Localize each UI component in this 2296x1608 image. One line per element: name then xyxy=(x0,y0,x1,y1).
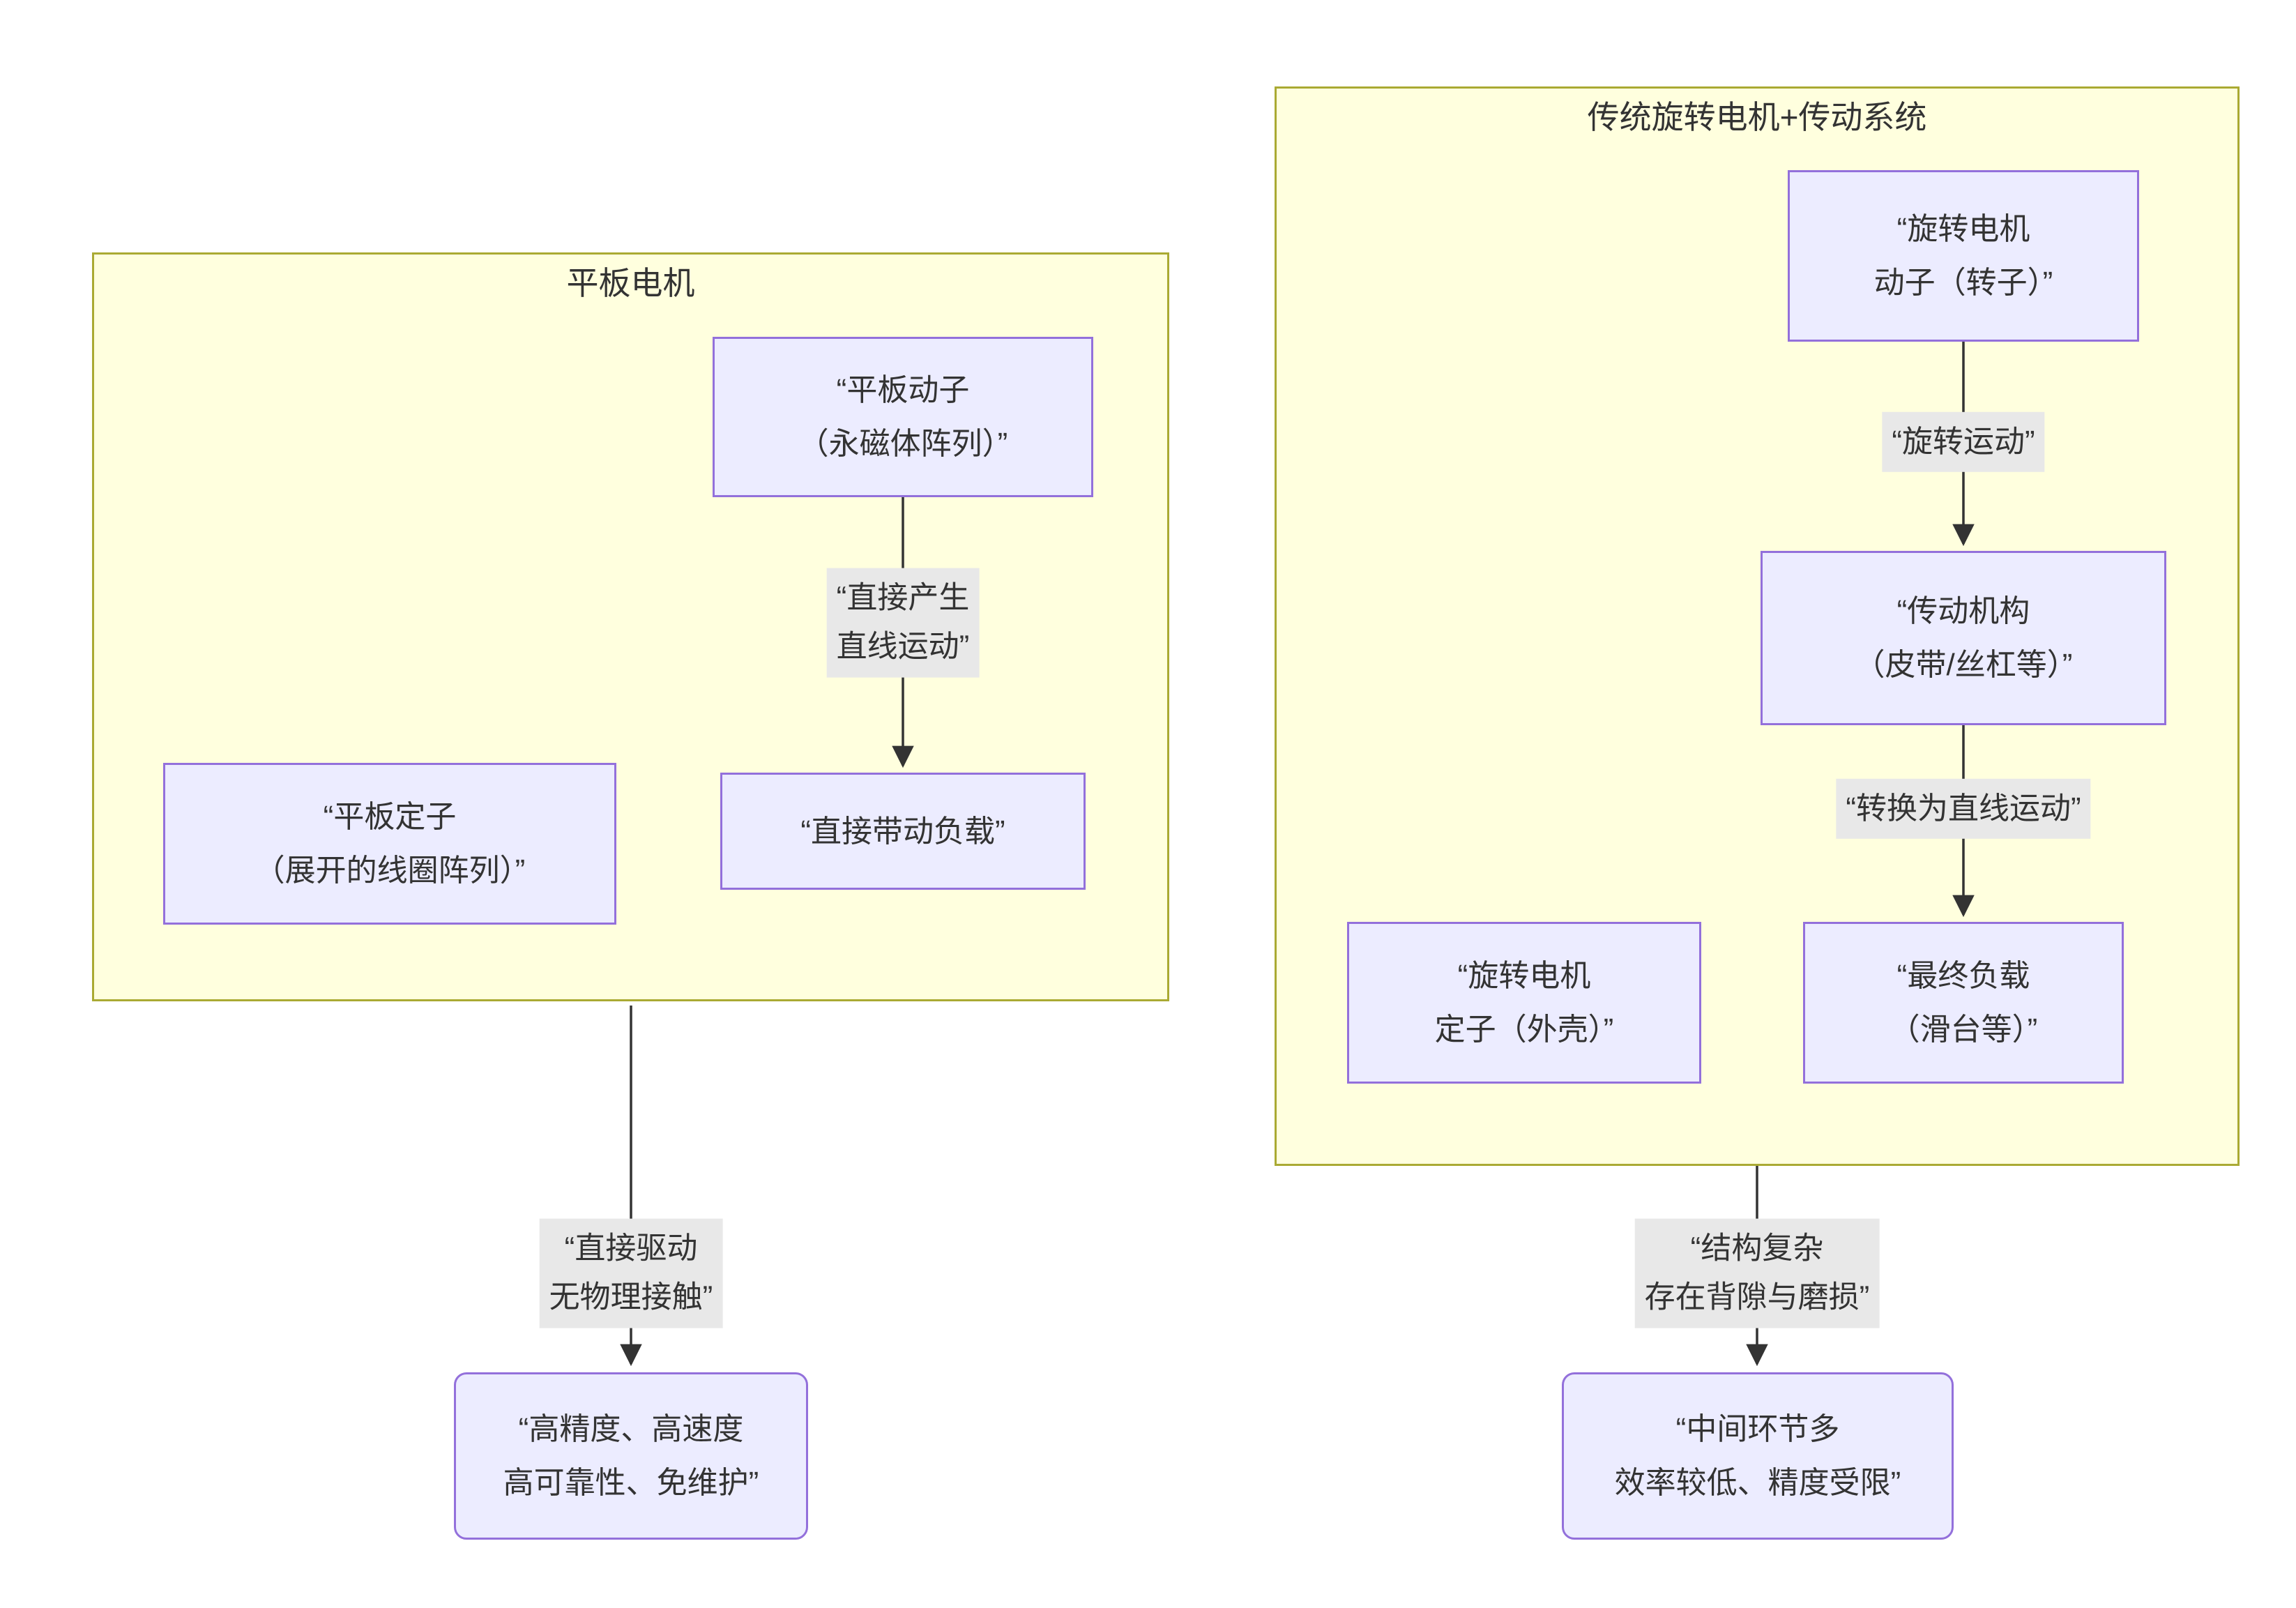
node-rotary-stator: “旋转电机 定子（外壳）” xyxy=(1347,922,1701,1084)
node-rotary-result: “中间环节多 效率较低、精度受限” xyxy=(1562,1372,1954,1540)
node-flat-result: “高精度、高速度 高可靠性、免维护” xyxy=(454,1372,808,1540)
edge-label-complex: “结构复杂 存在背隙与磨损” xyxy=(1634,1218,1880,1328)
edge-label-produce-linear: “直接产生 直线运动” xyxy=(826,568,980,678)
node-flat-mover: “平板动子 （永磁体阵列）” xyxy=(713,337,1093,497)
edge-label-convert-linear: “转换为直线运动” xyxy=(1836,778,2091,840)
edge-label-rotary-motion: “旋转运动” xyxy=(1882,411,2045,473)
node-flat-stator: “平板定子 （展开的线圈阵列）” xyxy=(163,763,616,925)
subgraph-flat-motor-title: 平板电机 xyxy=(566,265,695,301)
node-transmission: “传动机构 （皮带/丝杠等）” xyxy=(1761,551,2166,725)
subgraph-rotary-system-title: 传统旋转电机+传动系统 xyxy=(1587,99,1927,135)
node-direct-load: “直接带动负载” xyxy=(720,773,1086,890)
edge-label-direct-drive: “直接驱动 无物理接触” xyxy=(539,1218,723,1328)
node-rotary-rotor: “旋转电机 动子（转子）” xyxy=(1788,170,2139,342)
node-final-load: “最终负载 （滑台等）” xyxy=(1803,922,2124,1084)
